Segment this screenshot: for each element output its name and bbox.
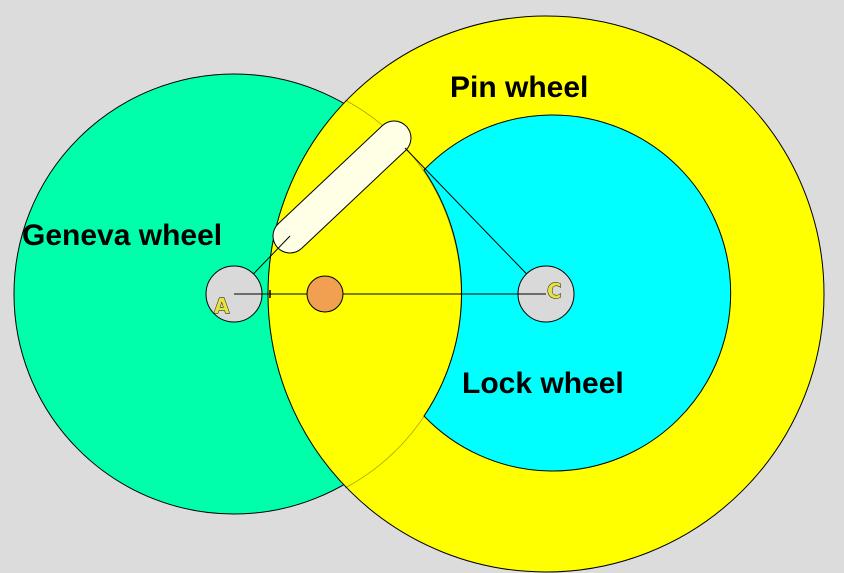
line-c-to-slot [404, 147, 547, 295]
geneva-wheel-label: Geneva wheel [22, 219, 222, 252]
lock-wheel [423, 114, 732, 472]
geneva-slot-fill [273, 121, 411, 253]
lock-wheel-label: Lock wheel [462, 367, 624, 400]
pin-wheel-label: Pin wheel [450, 71, 588, 104]
point-c-label: C [547, 279, 562, 303]
pin [306, 275, 344, 313]
point-a-label: A [214, 294, 230, 318]
